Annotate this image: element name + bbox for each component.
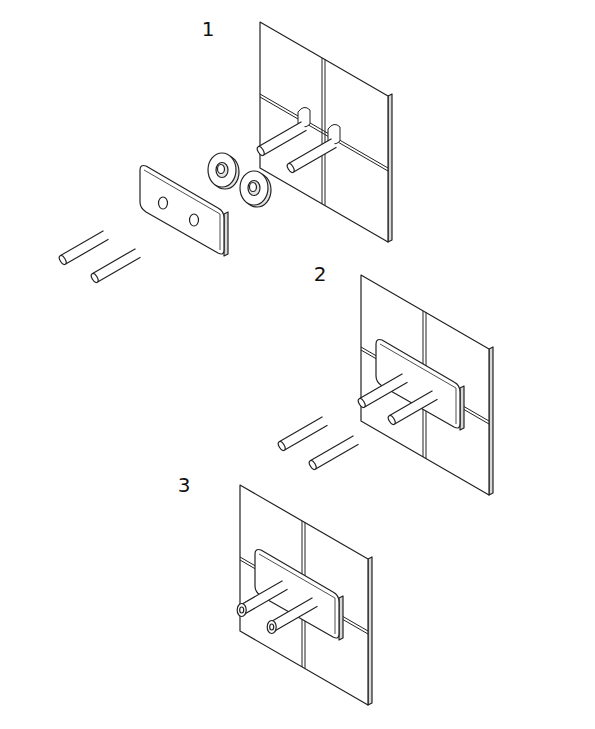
step-number: 1 [202, 19, 215, 39]
step-number: 2 [314, 264, 327, 284]
step-number: 3 [178, 475, 191, 495]
